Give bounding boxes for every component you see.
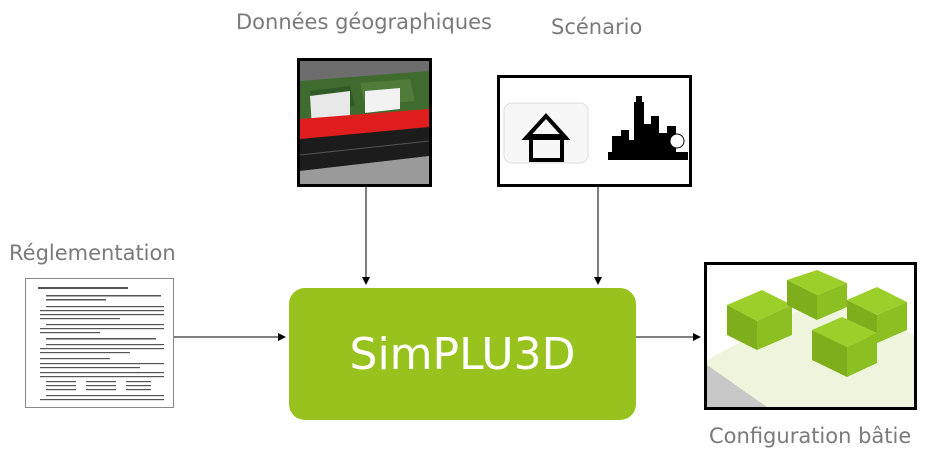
geo-data-label: Données géographiques [236, 10, 492, 34]
building-4 [812, 317, 877, 377]
output-configuration-image [704, 262, 917, 410]
simplu3d-label: SimPLU3D [349, 328, 576, 380]
building-2 [787, 270, 847, 320]
simplu3d-box: SimPLU3D [289, 288, 636, 420]
regulation-document-image [25, 278, 174, 408]
building-1 [727, 290, 792, 350]
city-skyline-icon [608, 96, 688, 160]
geo-data-image [297, 58, 432, 187]
scenario-label: Scénario [551, 15, 643, 39]
scenario-image [497, 75, 692, 187]
regulation-label: Réglementation [9, 241, 176, 265]
house-icon [521, 113, 571, 162]
output-label: Configuration bâtie [709, 424, 912, 448]
